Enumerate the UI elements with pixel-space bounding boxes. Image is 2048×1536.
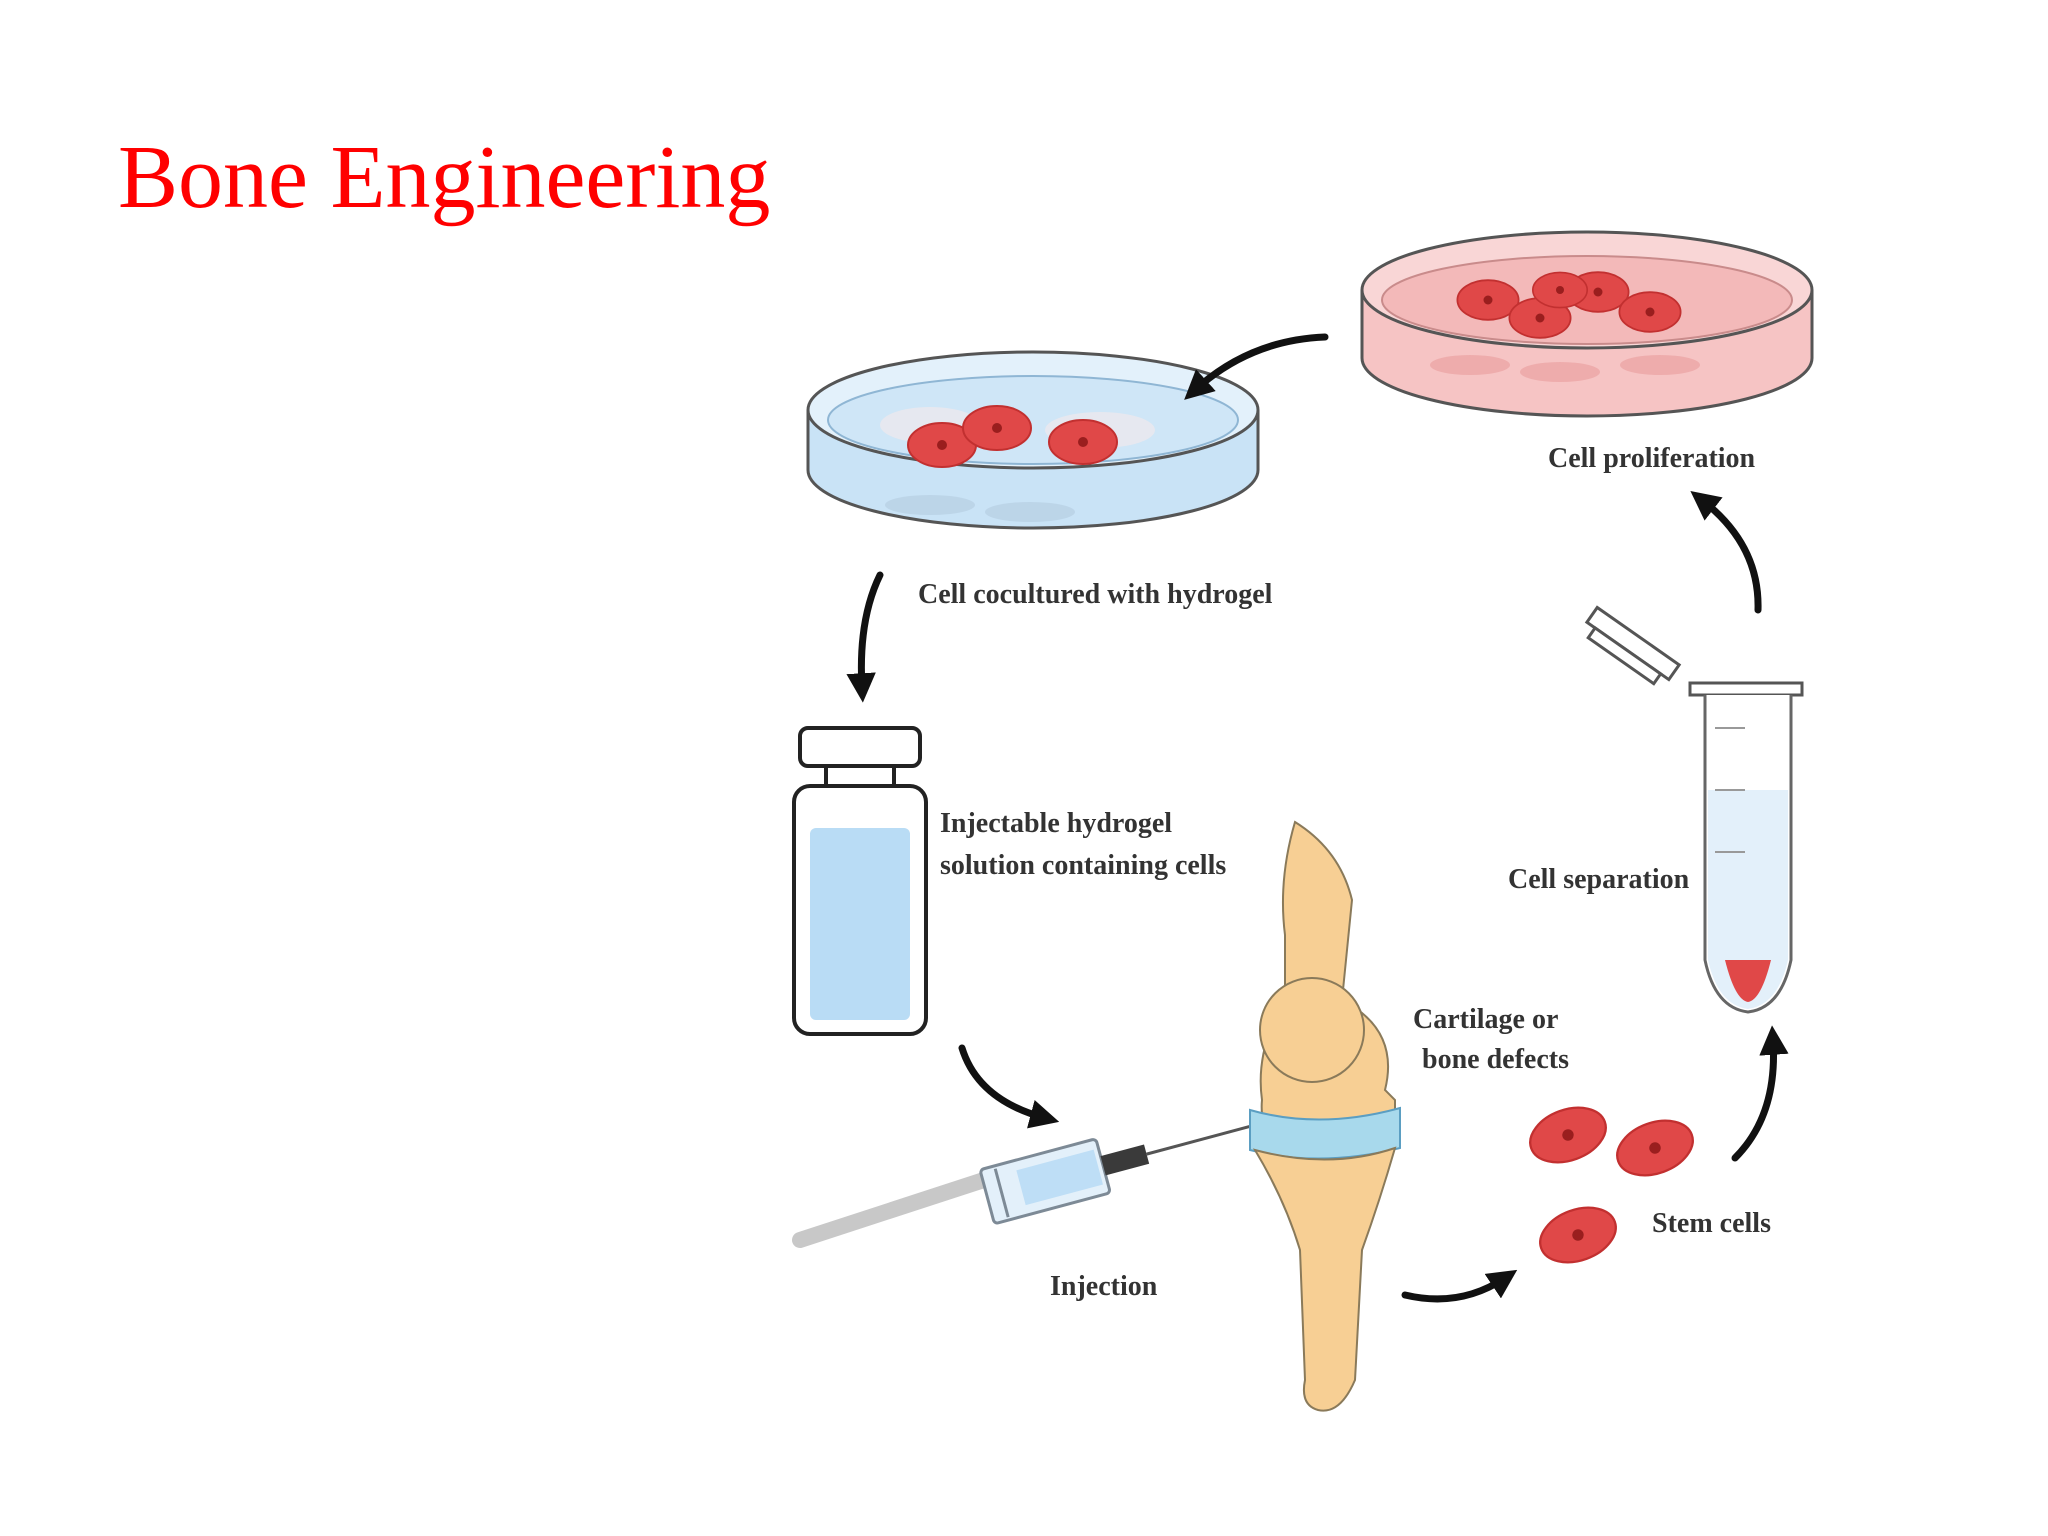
arrow-tube-to-proliferation [1690, 490, 1762, 614]
centrifuge-tube [1584, 605, 1804, 1014]
arrow-stem-cells-to-tube [1731, 1025, 1789, 1162]
proliferation-dish [1360, 230, 1814, 418]
label-cell-separation: Cell separation [1508, 864, 1690, 895]
label-cartilage-line2: bone defects [1422, 1044, 1569, 1075]
hydrogel-vial [792, 726, 928, 1036]
arrow-bone-to-stem-cells [1401, 1269, 1518, 1303]
stem-cells [1521, 1096, 1702, 1274]
label-injectable-line1: Injectable hydrogel [940, 808, 1172, 839]
slide-title: Bone Engineering [118, 128, 771, 227]
label-cell-cocultured: Cell cocultured with hydrogel [918, 579, 1273, 610]
label-injection: Injection [1050, 1271, 1158, 1302]
label-cartilage-line1: Cartilage or [1413, 1004, 1558, 1035]
label-cell-proliferation: Cell proliferation [1548, 443, 1756, 474]
arrow-vial-to-syringe [958, 1044, 1060, 1129]
label-injectable-line2: solution containing cells [940, 850, 1226, 881]
label-stem-cells: Stem cells [1652, 1208, 1771, 1239]
arrow-coculture-to-vial [846, 571, 884, 703]
arrow-proliferation-to-coculture [1184, 333, 1329, 400]
knee-bone [1249, 820, 1401, 1412]
hydrogel-dish [806, 350, 1260, 530]
syringe [792, 1122, 1259, 1248]
